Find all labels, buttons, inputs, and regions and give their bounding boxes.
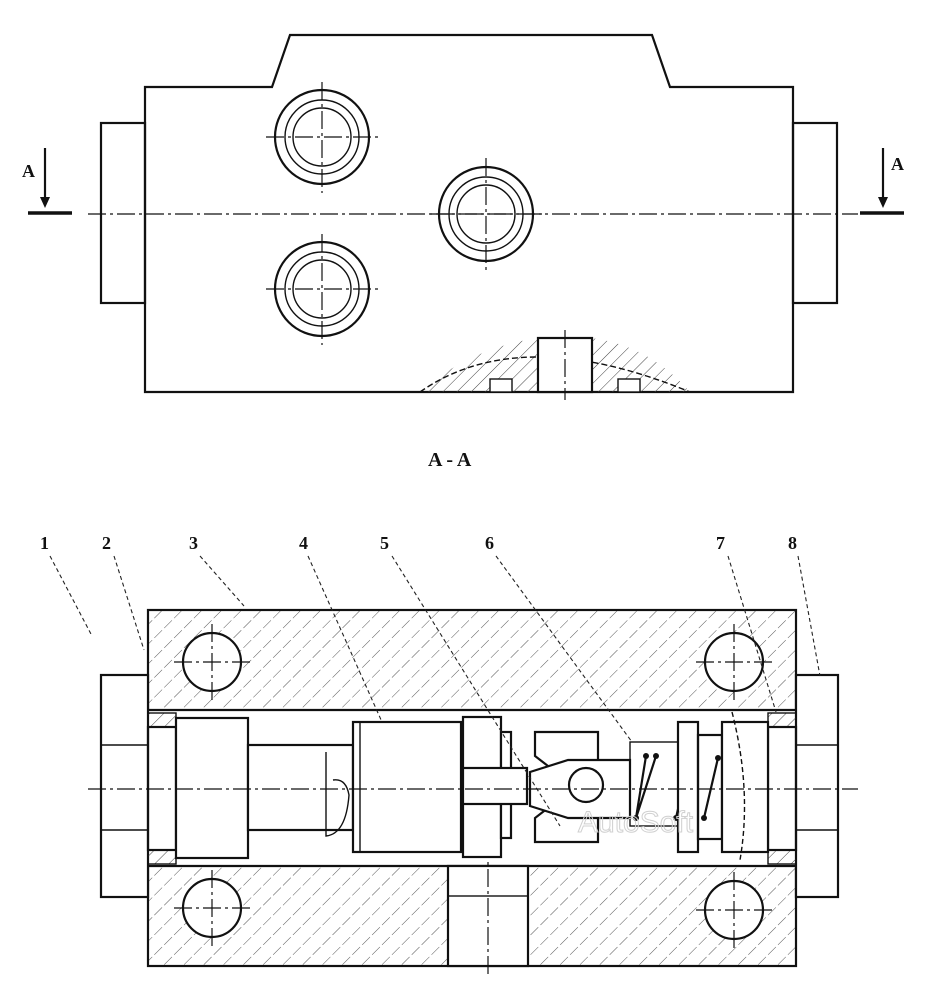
callout-4: 4 xyxy=(299,533,308,553)
callout-8: 8 xyxy=(788,533,797,553)
top-view-left-end-cap xyxy=(99,121,147,305)
left-piston xyxy=(174,716,250,860)
callout-2: 2 xyxy=(102,533,111,553)
bolt-hole-upper-right xyxy=(696,624,772,700)
bolt-hole-upper-left xyxy=(174,624,250,700)
top-view-port-lower-left xyxy=(266,234,378,345)
watermark-text: AutoSoft xyxy=(578,806,694,839)
piston-rod xyxy=(246,743,355,832)
callout-5: 5 xyxy=(380,533,389,553)
main-spool xyxy=(351,720,463,854)
top-view-body-outline xyxy=(143,33,795,394)
section-view-title: A - A xyxy=(428,449,472,471)
bolt-hole-lower-right xyxy=(696,872,772,948)
section-marker-right: A xyxy=(860,148,904,215)
top-view: A A xyxy=(22,33,904,400)
top-view-port-center xyxy=(430,158,542,270)
section-view xyxy=(88,608,858,975)
callout-7: 7 xyxy=(716,533,725,553)
left-end-plug xyxy=(99,673,150,899)
section-marker-right-label: A xyxy=(891,154,904,174)
callout-6: 6 xyxy=(485,533,494,553)
callout-3: 3 xyxy=(189,533,198,553)
bolt-hole-lower-left xyxy=(174,870,250,946)
callouts: 1 2 3 4 5 6 7 8 xyxy=(40,533,821,827)
section-marker-left: A xyxy=(22,148,72,215)
control-pin xyxy=(461,766,529,806)
top-view-right-end-cap xyxy=(791,121,839,305)
top-view-port-upper-left xyxy=(266,82,378,193)
section-marker-left-label: A xyxy=(22,161,35,181)
top-view-breakout-section xyxy=(419,330,691,400)
right-end-plug xyxy=(794,673,840,899)
callout-1: 1 xyxy=(40,533,49,553)
